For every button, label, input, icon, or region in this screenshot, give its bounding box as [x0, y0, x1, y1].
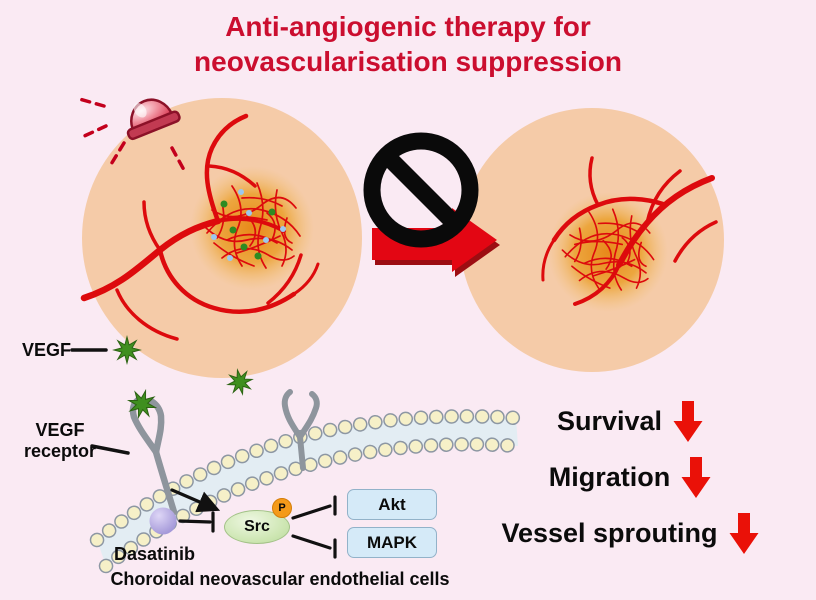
- akt-node: Akt: [347, 489, 437, 520]
- left-lesion-dots-blue: [211, 189, 286, 261]
- mapk-node: MAPK: [347, 527, 437, 558]
- src-label: Src: [244, 518, 270, 535]
- prohibition-icon: [363, 132, 479, 248]
- mapk-label: MAPK: [366, 532, 418, 552]
- down-arrow-icon: [673, 401, 703, 442]
- phospho-label: P: [278, 502, 286, 514]
- vegf-label: VEGF: [22, 340, 72, 360]
- signal-lines: [170, 488, 337, 559]
- dasatinib-molecule-icon: [149, 507, 177, 535]
- outcome-label: Vessel sprouting: [501, 518, 718, 548]
- left-eye-vessels: [80, 113, 320, 341]
- phospho-badge: P: [272, 498, 292, 518]
- red-light-lamp-icon: [126, 98, 181, 141]
- figure-title: Anti-angiogenic therapy for neovasculari…: [0, 9, 816, 79]
- down-arrow-icon: [681, 457, 711, 498]
- outcome-label: Survival: [556, 406, 663, 436]
- title-line-1: Anti-angiogenic therapy for: [225, 11, 591, 42]
- outcome-row-vessel-sprouting: Vessel sprouting: [455, 511, 805, 556]
- akt-label: Akt: [378, 494, 406, 514]
- right-eye-vessels: [541, 156, 718, 306]
- title-line-2: neovascularisation suppression: [194, 46, 622, 77]
- lamp-rays-icon: [74, 96, 186, 172]
- left-lesion-dots-green: [220, 200, 276, 260]
- cells-caption: Choroidal neovascular endothelial cells: [110, 569, 450, 589]
- outcomes-list: Survival Migration Vessel sprouting: [455, 399, 805, 556]
- label-ticks: [70, 348, 130, 455]
- vegf-receptor-label-line-2: receptor: [23, 441, 97, 461]
- down-arrow-icon: [729, 513, 759, 554]
- dasatinib-label: Dasatinib: [114, 544, 196, 564]
- outcome-label: Migration: [548, 462, 671, 492]
- outcome-row-survival: Survival: [455, 399, 805, 444]
- vegf-receptor-label: VEGF receptor: [14, 420, 106, 462]
- outcome-row-migration: Migration: [455, 455, 805, 500]
- vegf-receptor-label-line-1: VEGF: [35, 420, 85, 440]
- left-cnv-lesion: [190, 166, 314, 290]
- vegf-receptor-unbound-icon: [281, 389, 320, 471]
